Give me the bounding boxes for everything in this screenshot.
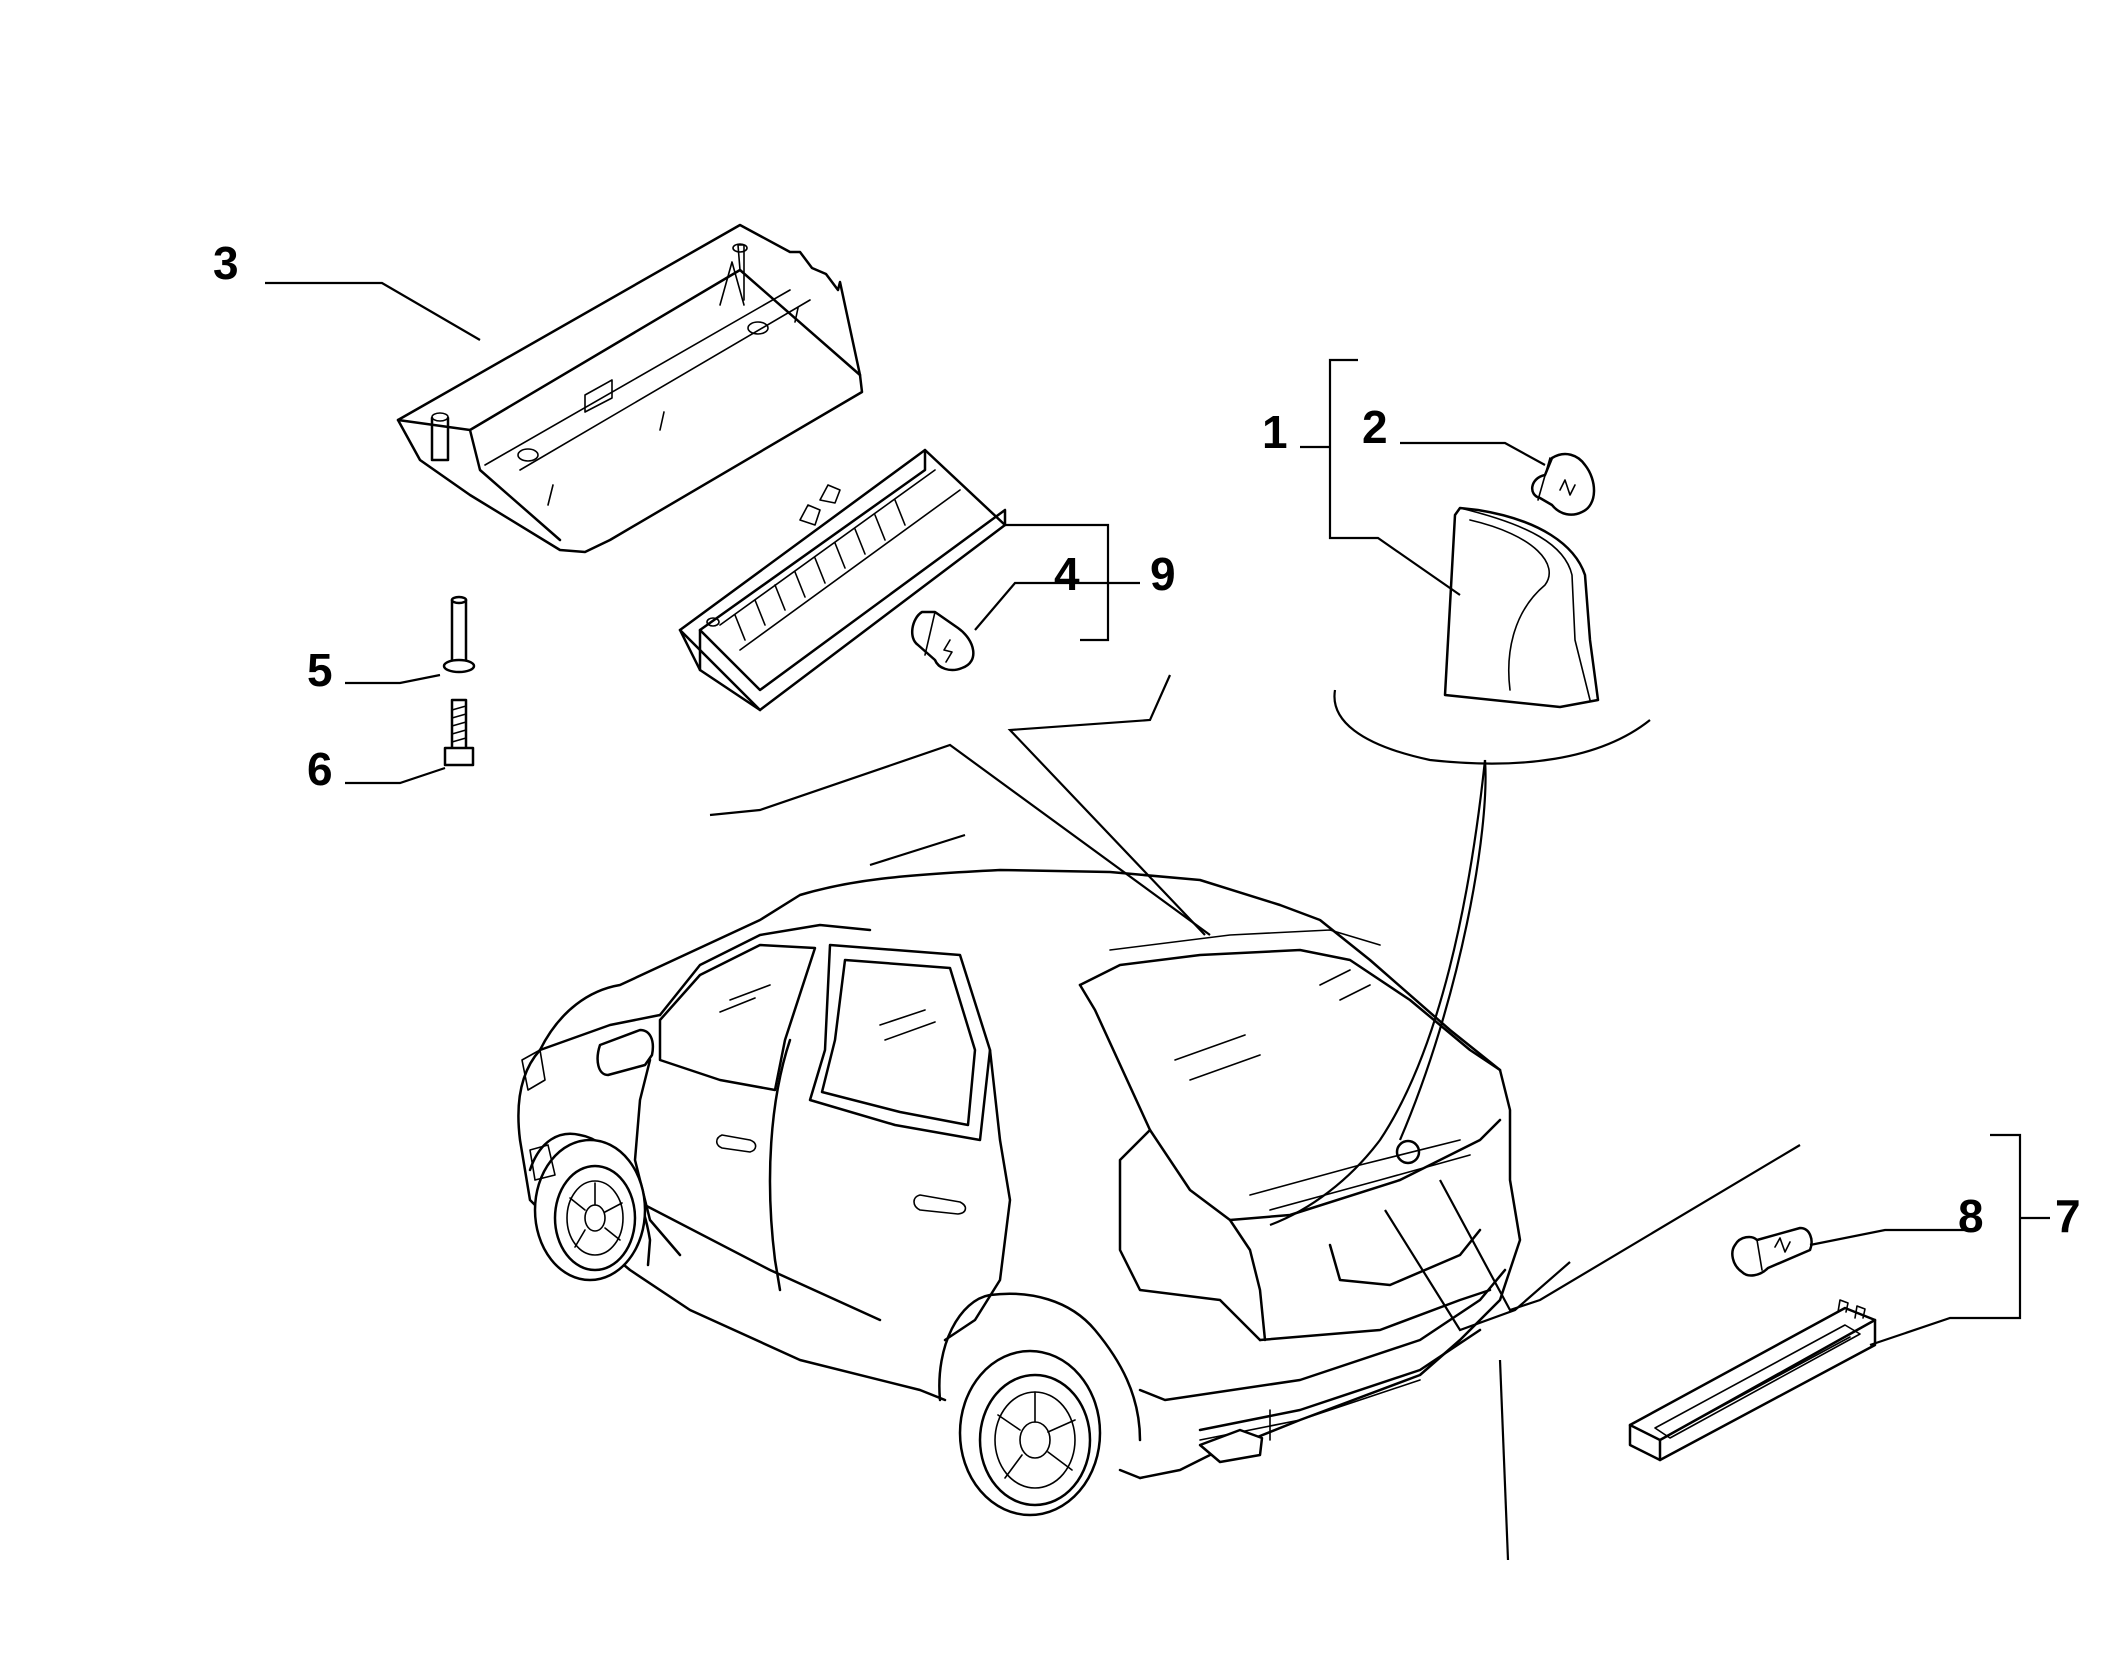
callout-3: 3 [213,237,239,289]
part-5-screw [442,595,476,674]
detail-pointers [709,674,1801,1561]
leader-lines [265,281,2050,1347]
part-3-lamp-cover [396,223,864,554]
callout-6: 6 [307,743,333,795]
part-8-bulb [1731,1226,1813,1277]
car-illustration [517,868,1522,1517]
part-7-plate-lamp [1628,1299,1877,1462]
callout-2: 2 [1362,401,1388,453]
part-6-screw [443,698,475,767]
callout-8: 8 [1958,1190,1984,1242]
callout-5: 5 [307,644,333,696]
callout-7: 7 [2055,1190,2081,1242]
part-2-bulb [1531,452,1596,516]
part-9-brake-light-assembly [678,448,1007,712]
callout-4: 4 [1054,548,1080,600]
part-1-tail-lamp [1443,506,1600,709]
callout-1: 1 [1262,406,1288,458]
part-4-bulb [910,610,975,672]
callout-labels: 3 1 2 4 9 5 6 8 7 [213,237,2081,1242]
callout-9: 9 [1150,548,1176,600]
